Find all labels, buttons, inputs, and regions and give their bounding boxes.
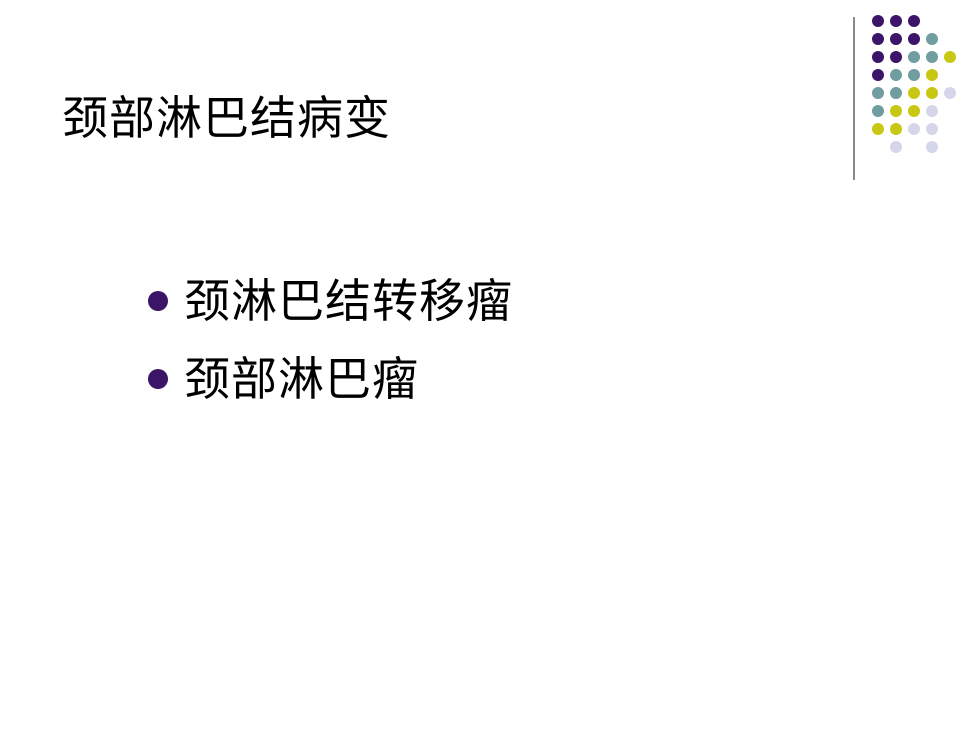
decorative-dot-grid bbox=[872, 15, 962, 160]
decorative-dot bbox=[872, 123, 884, 135]
slide-title: 颈部淋巴结病变 bbox=[62, 91, 391, 145]
decorative-dot bbox=[872, 87, 884, 99]
decorative-dot bbox=[926, 141, 938, 153]
decorative-dot bbox=[926, 105, 938, 117]
decorative-dot bbox=[872, 105, 884, 117]
decorative-dot bbox=[926, 69, 938, 81]
bullet-dot-icon bbox=[148, 291, 168, 311]
decorative-dot bbox=[872, 69, 884, 81]
bullet-item: 颈淋巴结转移瘤 bbox=[148, 262, 513, 340]
decorative-dot bbox=[908, 123, 920, 135]
decorative-dot bbox=[872, 15, 884, 27]
decorative-dot bbox=[908, 105, 920, 117]
decorative-dot bbox=[872, 51, 884, 63]
decorative-dot bbox=[908, 69, 920, 81]
bullet-list: 颈淋巴结转移瘤 颈部淋巴瘤 bbox=[148, 262, 513, 418]
decorative-dot bbox=[944, 87, 956, 99]
decorative-dot bbox=[890, 141, 902, 153]
decorative-dot bbox=[926, 51, 938, 63]
bullet-text: 颈部淋巴瘤 bbox=[184, 352, 419, 406]
bullet-item: 颈部淋巴瘤 bbox=[148, 340, 513, 418]
decorative-dot bbox=[926, 33, 938, 45]
bullet-text: 颈淋巴结转移瘤 bbox=[184, 274, 513, 328]
decorative-dot bbox=[908, 15, 920, 27]
decorative-dot bbox=[908, 87, 920, 99]
bullet-dot-icon bbox=[148, 369, 168, 389]
decorative-dot bbox=[908, 51, 920, 63]
decorative-dot bbox=[890, 123, 902, 135]
decorative-dot bbox=[890, 51, 902, 63]
decorative-dot bbox=[908, 33, 920, 45]
decorative-dot bbox=[890, 87, 902, 99]
decorative-dot bbox=[890, 33, 902, 45]
decorative-dot bbox=[890, 105, 902, 117]
decorative-dot bbox=[926, 123, 938, 135]
decorative-dot bbox=[890, 69, 902, 81]
decorative-dot bbox=[872, 33, 884, 45]
decorative-dot bbox=[926, 87, 938, 99]
vertical-divider bbox=[853, 17, 855, 180]
decorative-dot bbox=[890, 15, 902, 27]
decorative-dot bbox=[944, 51, 956, 63]
